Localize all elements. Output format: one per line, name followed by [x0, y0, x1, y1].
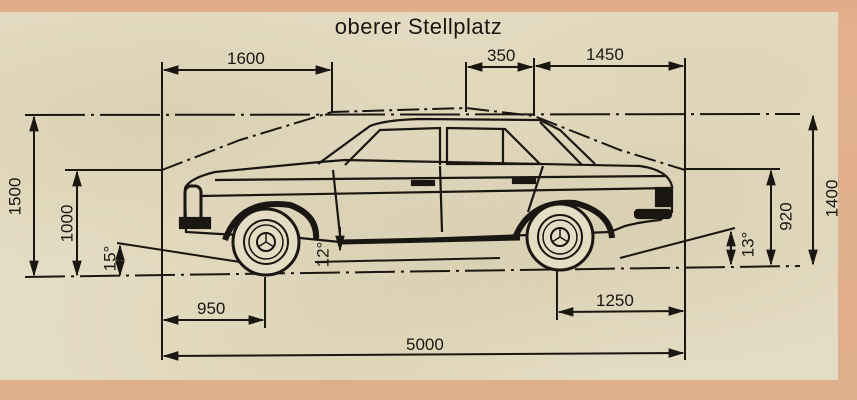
dim-bottom-left: 950 [197, 299, 226, 318]
drawing-plate [0, 12, 838, 380]
dim-top-left: 1600 [227, 49, 265, 68]
dim-right-angle: 13° [738, 231, 758, 258]
dim-right-total-height: 1400 [822, 179, 842, 218]
dim-bottom-right: 1250 [596, 291, 634, 310]
dim-center-angle: 12° [313, 241, 333, 268]
dim-left-total-height: 1500 [5, 177, 25, 216]
front-wheel [222, 201, 320, 277]
dim-top-mid: 350 [487, 46, 516, 65]
title-text: oberer Stellplatz [334, 14, 503, 39]
dim-right-inner-height: 920 [776, 202, 796, 231]
dim-left-angle: 15° [100, 245, 120, 272]
rear-wheel [512, 199, 615, 272]
dim-bottom-total: 5000 [406, 335, 444, 354]
drawing-title: oberer Stellplatz [0, 14, 857, 40]
dim-left-inner-height: 1000 [57, 204, 77, 243]
dim-top-right: 1450 [586, 45, 624, 64]
